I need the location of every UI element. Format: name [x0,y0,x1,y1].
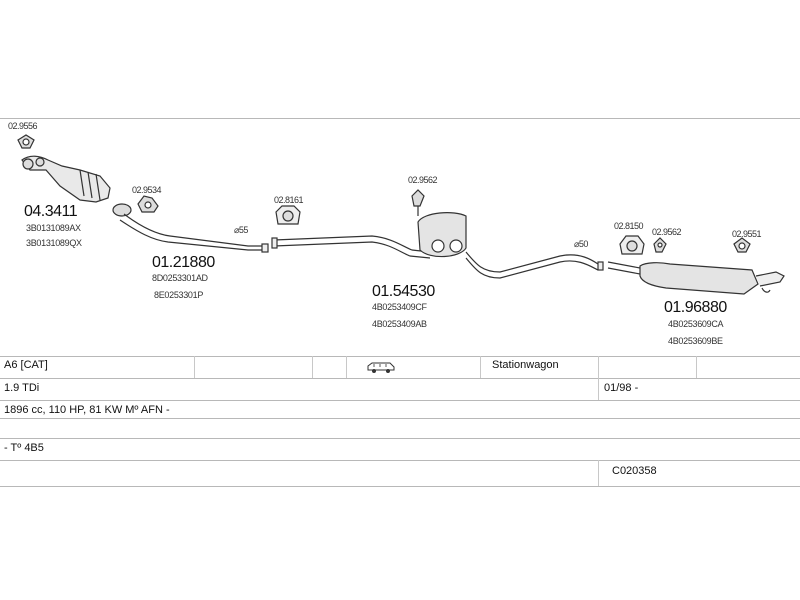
table-line [0,438,800,439]
clamp-6-number: 02.9562 [652,227,682,237]
code-cell: C020358 [612,465,657,477]
table-line [0,460,800,461]
clamp-5-number: 02.8150 [614,221,644,231]
middle-silencer-oem-2: 4B0253409AB [372,319,427,329]
clamp-2-number: 02.9534 [132,185,162,195]
table-col-line [194,356,195,378]
engine-cell: 1.9 TDi [4,382,40,394]
diameter-2-label: ⌀50 [574,239,588,249]
rear-silencer-oem-1: 4B0253609CA [668,319,724,329]
middle-silencer-shape [271,212,604,279]
specs-cell: 1896 cc, 110 HP, 81 KW Mº AFN - [4,404,170,416]
type-cell: - Tº 4B5 [4,442,44,454]
car-icon [366,360,396,374]
diameter-1-label: ⌀55 [234,225,248,235]
model-cell: A6 [CAT] [4,359,48,371]
clamp-02-9562-middle-shape [411,189,425,216]
table-col-line [598,356,599,400]
cat-oem-1: 3B0131089AX [26,223,81,233]
rear-silencer-number: 01.96880 [664,299,727,316]
table-col-line [598,460,599,486]
table-col-line [696,356,697,378]
date-cell: 01/98 - [604,382,639,394]
front-pipe-number: 01.21880 [152,254,215,271]
clamp-02-9534-shape [137,195,159,213]
clamp-4-number: 02.9562 [408,175,438,185]
catalytic-converter-shape [21,155,111,203]
clamp-02-8161-shape [275,205,301,225]
table-line [0,400,800,401]
front-pipe-oem-1: 8D0253301AD [152,273,208,283]
rear-silencer-shape [607,261,785,295]
table-col-line [480,356,481,378]
table-line [0,378,800,379]
clamp-02-9556-shape [17,134,35,149]
middle-silencer-number: 01.54530 [372,283,435,300]
clamp-02-8150-shape [619,235,645,255]
clamp-7-number: 02.9551 [732,229,762,239]
clamp-02-9551-shape [733,237,751,253]
clamp-3-number: 02.8161 [274,195,304,205]
table-line [0,418,800,419]
cat-number: 04.3411 [24,203,78,220]
table-col-line [312,356,313,378]
front-pipe-oem-2: 8E0253301P [154,290,204,300]
table-line [0,356,800,357]
table-line [0,486,800,487]
top-border [0,118,800,119]
cat-oem-2: 3B0131089QX [26,238,82,248]
body-cell: Stationwagon [492,359,559,371]
rear-silencer-oem-2: 4B0253609BE [668,336,723,346]
clamp-02-9562-rear-shape [653,237,667,253]
front-pipe-shape [112,203,269,253]
table-col-line [346,356,347,378]
middle-silencer-oem-1: 4B0253409CF [372,302,427,312]
parts-drawing [17,134,785,295]
clamp-1-number: 02.9556 [8,121,38,131]
